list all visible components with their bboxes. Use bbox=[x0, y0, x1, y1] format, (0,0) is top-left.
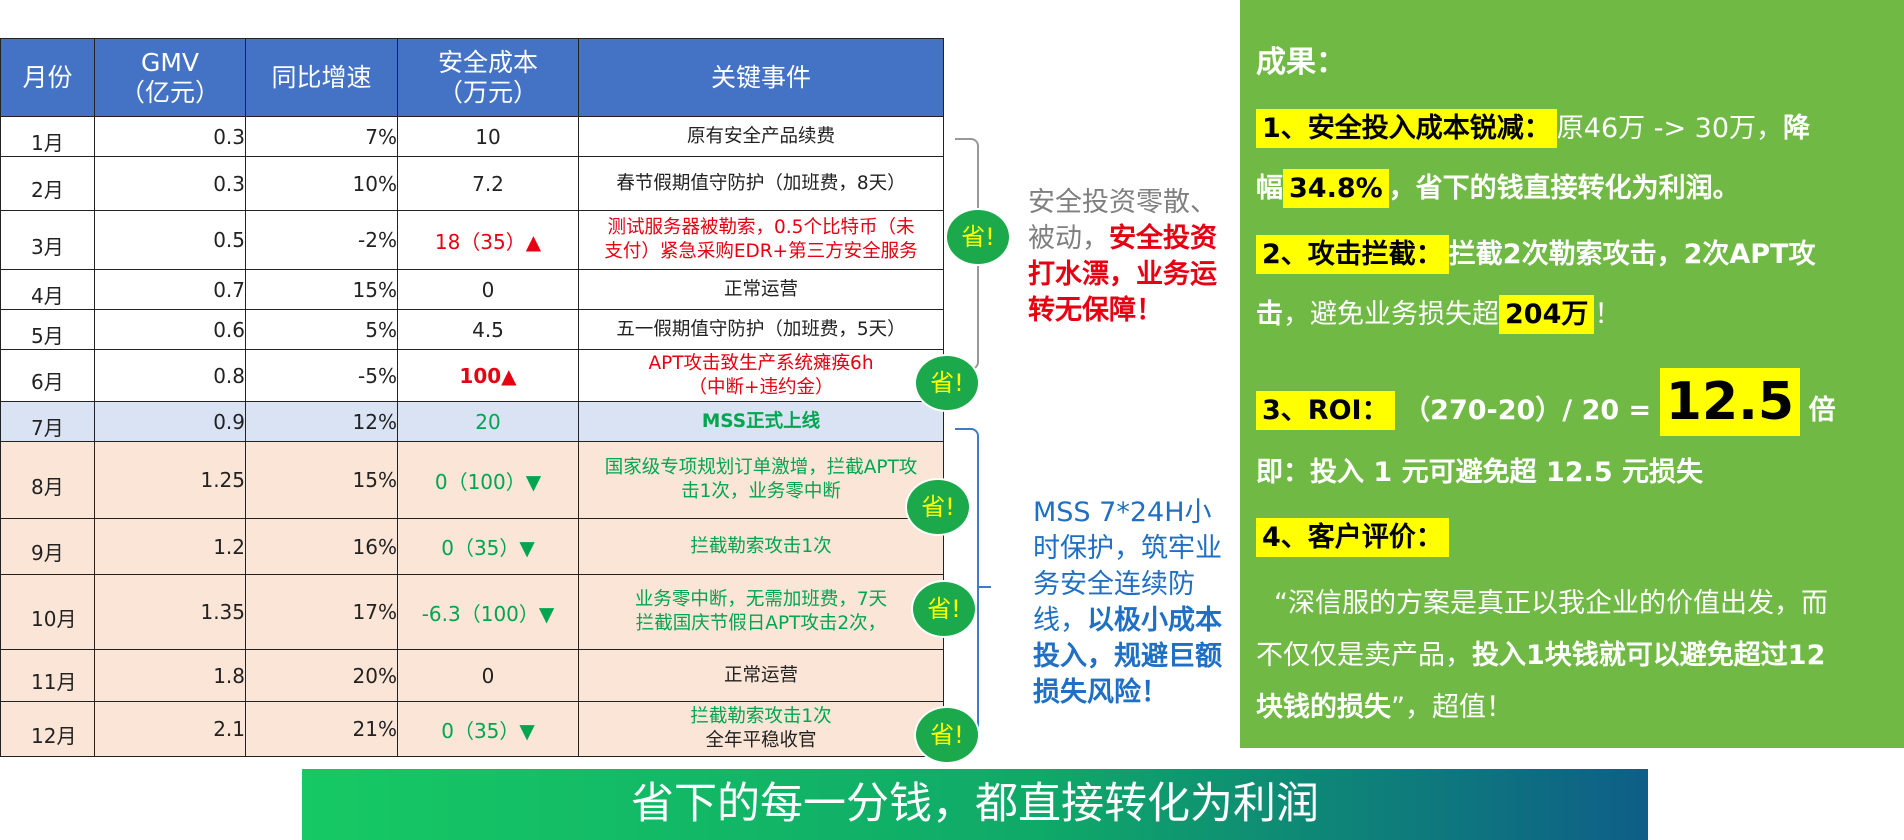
cell-growth: -2% bbox=[245, 210, 398, 270]
result-attack-interception: 2、攻击拦截：拦截2次勒索攻击，2次APT攻 bbox=[1256, 235, 1896, 275]
table-row: 3月 0.5 -2% 18（35）▲ 测试服务器被勒索，0.5个比特币（未支付）… bbox=[0, 210, 944, 270]
cell-cost: 0 bbox=[397, 649, 579, 702]
save-badge: 省! bbox=[914, 706, 980, 764]
cell-event: 拦截勒索攻击1次全年平稳收官 bbox=[578, 701, 944, 757]
monthly-security-cost-table: 月份 GMV（亿元） 同比增速 安全成本（万元） 关键事件 1月 0.3 7% … bbox=[0, 38, 944, 757]
cell-event: 原有安全产品续费 bbox=[578, 116, 944, 157]
header-cost: 安全成本（万元） bbox=[397, 38, 579, 117]
cell-growth: 7% bbox=[245, 116, 398, 157]
result-customer-review-title: 4、客户评价： bbox=[1256, 518, 1896, 558]
cell-cost: 0（35）▼ bbox=[397, 701, 579, 757]
customer-quote-line2: 不仅仅是卖产品，投入1块钱就可以避免超过12 bbox=[1256, 640, 1826, 671]
customer-quote-line3: 块钱的损失”，超值！ bbox=[1256, 692, 1513, 723]
table-row: 2月 0.3 10% 7.2 春节假期值守防护（加班费，8天） bbox=[0, 156, 944, 211]
cell-event: 春节假期值守防护（加班费，8天） bbox=[578, 156, 944, 211]
cell-cost: -6.3（100）▼ bbox=[397, 574, 579, 650]
cell-growth: 5% bbox=[245, 309, 398, 350]
cell-gmv: 1.35 bbox=[94, 574, 246, 650]
save-badge: 省! bbox=[914, 354, 980, 412]
cell-gmv: 0.3 bbox=[94, 156, 246, 211]
after-mss-note: MSS 7*24H小时保护，筑牢业务安全连续防线，以极小成本投入，规避巨额损失风… bbox=[1033, 497, 1222, 708]
table-row: 4月 0.7 15% 0 正常运营 bbox=[0, 269, 944, 310]
cell-month: 7月 bbox=[0, 401, 95, 442]
cell-gmv: 1.8 bbox=[94, 649, 246, 702]
cell-growth: 17% bbox=[245, 574, 398, 650]
cell-growth: -5% bbox=[245, 349, 398, 402]
save-badge: 省! bbox=[945, 208, 1011, 266]
header-gmv: GMV（亿元） bbox=[94, 38, 246, 117]
cell-event: 五一假期值守防护（加班费，5天） bbox=[578, 309, 944, 350]
cell-growth: 15% bbox=[245, 441, 398, 519]
cell-growth: 20% bbox=[245, 649, 398, 702]
cell-growth: 10% bbox=[245, 156, 398, 211]
cell-event: 拦截勒索攻击1次 bbox=[578, 518, 944, 575]
profit-banner: 省下的每一分钱，都直接转化为利润 bbox=[302, 769, 1648, 840]
cell-gmv: 1.2 bbox=[94, 518, 246, 575]
cell-month: 6月 bbox=[0, 349, 95, 402]
cell-cost: 0 bbox=[397, 269, 579, 310]
results-title: 成果： bbox=[1256, 45, 1346, 80]
cell-gmv: 2.1 bbox=[94, 701, 246, 757]
cell-cost: 20 bbox=[397, 401, 579, 442]
cell-growth: 12% bbox=[245, 401, 398, 442]
result-cost-reduction: 1、安全投入成本锐减：原46万 -> 30万，降 bbox=[1256, 109, 1896, 149]
cell-event: 测试服务器被勒索，0.5个比特币（未支付）紧急采购EDR+第三方安全服务 bbox=[578, 210, 944, 270]
cell-month: 1月 bbox=[0, 116, 95, 157]
table-row: 10月 1.35 17% -6.3（100）▼ 业务零中断，无需加班费，7天拦截… bbox=[0, 574, 944, 650]
header-event: 关键事件 bbox=[578, 38, 944, 117]
result-roi: 3、ROI： （270-20）/ 20 = 12.5 倍 bbox=[1256, 368, 1896, 441]
cell-month: 5月 bbox=[0, 309, 95, 350]
cell-cost: 0（35）▼ bbox=[397, 518, 579, 575]
table-row: 5月 0.6 5% 4.5 五一假期值守防护（加班费，5天） bbox=[0, 309, 944, 350]
cell-cost: 100▲ bbox=[397, 349, 579, 402]
cell-gmv: 1.25 bbox=[94, 441, 246, 519]
table-row: 6月 0.8 -5% 100▲ APT攻击致生产系统瘫痪6h（中断+违约金） bbox=[0, 349, 944, 402]
cell-growth: 15% bbox=[245, 269, 398, 310]
cell-cost: 0（100）▼ bbox=[397, 441, 579, 519]
cell-gmv: 0.7 bbox=[94, 269, 246, 310]
header-growth: 同比增速 bbox=[245, 38, 398, 117]
cell-growth: 21% bbox=[245, 701, 398, 757]
cell-event: 正常运营 bbox=[578, 649, 944, 702]
cell-month: 11月 bbox=[0, 649, 95, 702]
result-roi-explanation: 即：投入 1 元可避免超 12.5 元损失 bbox=[1256, 457, 1704, 488]
cell-cost: 4.5 bbox=[397, 309, 579, 350]
cell-gmv: 0.8 bbox=[94, 349, 246, 402]
cell-cost: 10 bbox=[397, 116, 579, 157]
cell-month: 2月 bbox=[0, 156, 95, 211]
cell-event: 国家级专项规划订单激增，拦截APT攻击1次，业务零中断 bbox=[578, 441, 944, 519]
save-badge: 省! bbox=[911, 580, 977, 638]
cell-gmv: 0.3 bbox=[94, 116, 246, 157]
cell-month: 12月 bbox=[0, 701, 95, 757]
cell-gmv: 0.9 bbox=[94, 401, 246, 442]
cell-month: 8月 bbox=[0, 441, 95, 519]
cell-month: 9月 bbox=[0, 518, 95, 575]
table-row: 9月 1.2 16% 0（35）▼ 拦截勒索攻击1次 bbox=[0, 518, 944, 575]
cell-month: 4月 bbox=[0, 269, 95, 310]
cell-gmv: 0.5 bbox=[94, 210, 246, 270]
cell-event: 正常运营 bbox=[578, 269, 944, 310]
table-row: 11月 1.8 20% 0 正常运营 bbox=[0, 649, 944, 702]
table-row: 7月 0.9 12% 20 MSS正式上线 bbox=[0, 401, 944, 442]
header-month: 月份 bbox=[0, 38, 95, 117]
customer-quote-line1: “深信服的方案是真正以我企业的价值出发，而 bbox=[1274, 588, 1828, 619]
cell-growth: 16% bbox=[245, 518, 398, 575]
cell-event: 业务零中断，无需加班费，7天拦截国庆节假日APT攻击2次， bbox=[578, 574, 944, 650]
cell-month: 10月 bbox=[0, 574, 95, 650]
cell-month: 3月 bbox=[0, 210, 95, 270]
cell-gmv: 0.6 bbox=[94, 309, 246, 350]
cell-event: APT攻击致生产系统瘫痪6h（中断+违约金） bbox=[578, 349, 944, 402]
save-badge: 省! bbox=[905, 478, 971, 536]
after-mss-bracket-tick bbox=[977, 586, 991, 588]
cell-cost: 18（35）▲ bbox=[397, 210, 579, 270]
table-row: 1月 0.3 7% 10 原有安全产品续费 bbox=[0, 116, 944, 157]
table-row: 8月 1.25 15% 0（100）▼ 国家级专项规划订单激增，拦截APT攻击1… bbox=[0, 441, 944, 519]
cell-cost: 7.2 bbox=[397, 156, 579, 211]
table-row: 12月 2.1 21% 0（35）▼ 拦截勒索攻击1次全年平稳收官 bbox=[0, 701, 944, 757]
cell-event: MSS正式上线 bbox=[578, 401, 944, 442]
before-mss-note: 安全投资零散、被动，安全投资打水漂，业务运转无保障！ bbox=[1028, 187, 1217, 326]
